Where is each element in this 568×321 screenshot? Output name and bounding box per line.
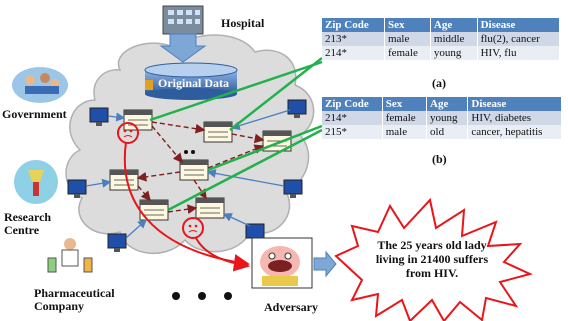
cell: middle <box>430 32 478 46</box>
ellipsis-dot <box>198 292 206 300</box>
table-b: Zip Code Sex Age Disease 214* female you… <box>322 97 562 139</box>
government-label: Government <box>2 107 67 121</box>
cell: 214* <box>322 46 385 60</box>
research-label-line2: Centre <box>4 223 40 237</box>
col-header: Zip Code <box>322 97 383 111</box>
table-b-caption: (b) <box>432 152 447 166</box>
cell: cancer, hepatitis <box>467 125 562 139</box>
cell: flu(2), cancer <box>477 32 561 46</box>
table-b-header: Zip Code Sex Age Disease <box>322 97 562 111</box>
table-row: 213* male middle flu(2), cancer <box>322 32 561 46</box>
original-data-label: Original Data <box>158 76 229 90</box>
col-header: Zip Code <box>322 18 385 32</box>
table-row: 214* female young HIV, flu <box>322 46 561 60</box>
computer-monitor-icon <box>89 107 109 126</box>
pharma-label-line2: Company <box>34 299 85 313</box>
database-icon <box>144 62 238 100</box>
col-header: Disease <box>467 97 562 111</box>
col-header: Disease <box>477 18 561 32</box>
hospital-building-icon <box>162 5 204 35</box>
table-row: 214* female young HIV, diabetes <box>322 111 562 125</box>
cell: female <box>384 46 431 60</box>
hospital-down-arrow <box>159 33 207 63</box>
computer-monitor-icon <box>67 179 87 198</box>
col-header: Age <box>426 97 469 111</box>
ellipsis-dot <box>172 292 180 300</box>
cell: female <box>382 111 428 125</box>
cell: HIV, flu <box>477 46 561 60</box>
pharmaceutical-icon <box>47 238 93 273</box>
hospital-label: Hospital <box>221 16 265 30</box>
cell: HIV, diabetes <box>467 111 562 125</box>
research-label-line1: Research <box>4 210 52 224</box>
circled-face-icon <box>117 122 139 144</box>
cell: male <box>382 125 428 139</box>
red-path-2 <box>195 237 250 272</box>
research-centre-label: Research Centre <box>4 211 51 237</box>
server-node-icon <box>195 197 225 219</box>
col-header: Age <box>430 18 478 32</box>
cell: 215* <box>322 125 383 139</box>
dashed-links <box>136 121 265 215</box>
pharma-label-line1: Pharmaceutical <box>34 286 115 300</box>
adversary-character-icon <box>251 237 313 289</box>
government-people-icon <box>12 67 68 103</box>
server-node-icon <box>203 121 233 143</box>
callout-line3: from HIV. <box>405 266 459 280</box>
table-a-caption: (a) <box>432 76 446 90</box>
circled-face-icon <box>182 217 204 239</box>
col-header: Sex <box>384 18 431 32</box>
blue-links <box>85 109 291 239</box>
cell: old <box>426 125 469 139</box>
red-path-1 <box>123 141 250 270</box>
research-centre-icon <box>14 160 58 204</box>
computer-monitor-icon <box>283 179 303 198</box>
cell: young <box>430 46 478 60</box>
table-a: Zip Code Sex Age Disease 213* male middl… <box>322 18 561 60</box>
cell: 213* <box>322 32 385 46</box>
arrow-icon <box>313 250 337 278</box>
callout-line1: The 25 years old lady <box>377 238 487 252</box>
adversary-label: Adversary <box>264 300 318 314</box>
cell: young <box>426 111 469 125</box>
table-a-header: Zip Code Sex Age Disease <box>322 18 561 32</box>
server-node-icon <box>123 109 153 131</box>
computer-monitor-icon <box>107 233 127 252</box>
pharma-label: Pharmaceutical Company <box>34 287 115 313</box>
callout-burst <box>334 197 533 321</box>
server-node-icon <box>109 169 139 191</box>
ellipsis-dot <box>224 292 232 300</box>
green-links <box>149 57 323 212</box>
computer-monitor-icon <box>287 99 307 118</box>
cell: male <box>384 32 431 46</box>
server-node-icon <box>179 159 209 181</box>
callout-text: The 25 years old lady living in 21400 su… <box>362 238 502 280</box>
callout-line2: living in 21400 suffers <box>375 252 489 266</box>
table-row: 215* male old cancer, hepatitis <box>322 125 562 139</box>
cell: 214* <box>322 111 383 125</box>
col-header: Sex <box>382 97 428 111</box>
